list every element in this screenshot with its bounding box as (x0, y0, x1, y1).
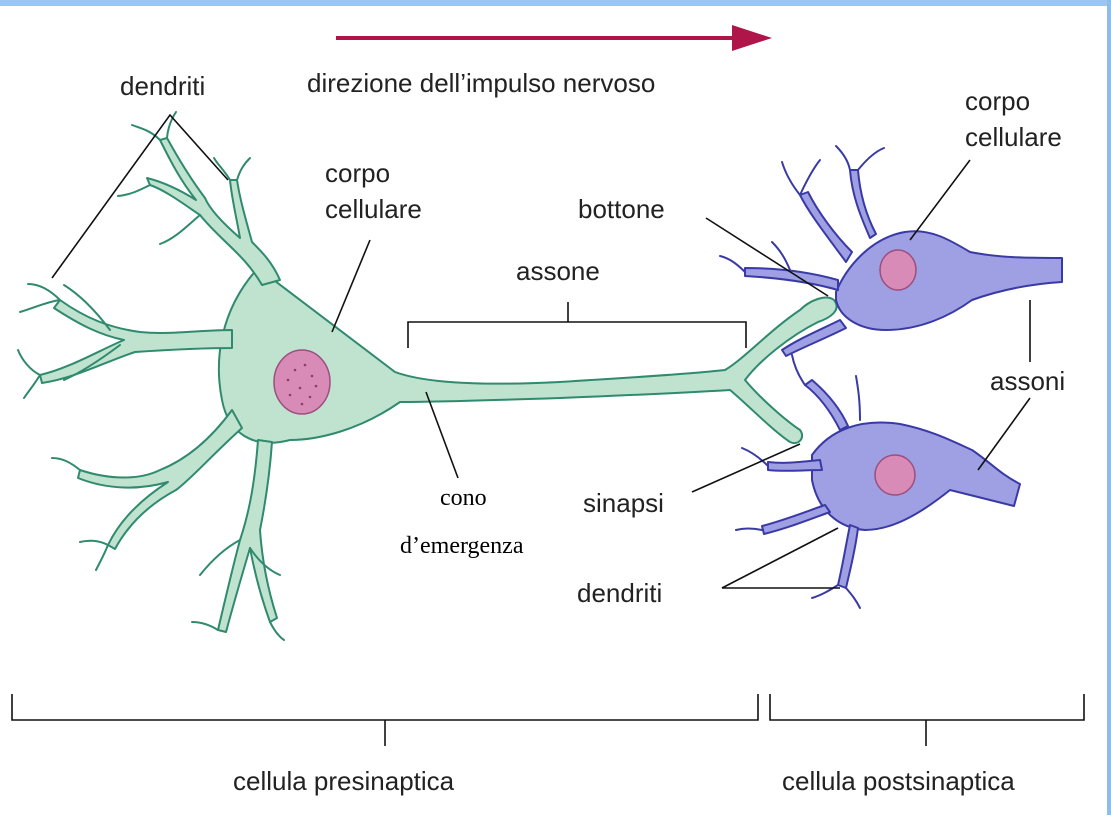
hillock-label-line1: cono (440, 485, 487, 511)
dendrites-label-left: dendriti (120, 71, 205, 101)
axon-label: assone (516, 256, 600, 286)
cell-body-label-left-line2: cellulare (325, 194, 422, 224)
postsynaptic-neuron-lower (736, 355, 1020, 608)
postsynaptic-neuron-upper (720, 146, 1062, 356)
dendrite-left (40, 300, 232, 383)
presynaptic-cell-label: cellula presinaptica (233, 766, 455, 796)
axons-label: assoni (990, 366, 1065, 396)
hillock-label-line2: d’emergenza (400, 533, 524, 559)
top-border (0, 0, 1111, 6)
postsynaptic-cell-body-lower (812, 422, 1020, 530)
cell-body-label-left-line1: corpo (325, 158, 390, 188)
direction-label: direzione dell’impulso nervoso (307, 68, 655, 98)
dendrite-lower-left (78, 410, 242, 549)
button-label: bottone (578, 194, 665, 224)
right-border (1107, 0, 1111, 815)
dendrites-label-right: dendriti (577, 578, 662, 608)
presynaptic-neuron (18, 112, 837, 640)
dendrite-lower (218, 440, 277, 632)
dendrite-upper-left (147, 138, 280, 285)
postsynaptic-cell-label: cellula postsinaptica (782, 766, 1015, 796)
synapse-label: sinapsi (583, 488, 664, 518)
cell-body-label-right-line2: cellulare (965, 122, 1062, 152)
postsynaptic-cell-body-upper (836, 231, 1062, 330)
impulse-direction-arrow (336, 25, 772, 51)
cell-body-label-right-line1: corpo (965, 86, 1030, 116)
